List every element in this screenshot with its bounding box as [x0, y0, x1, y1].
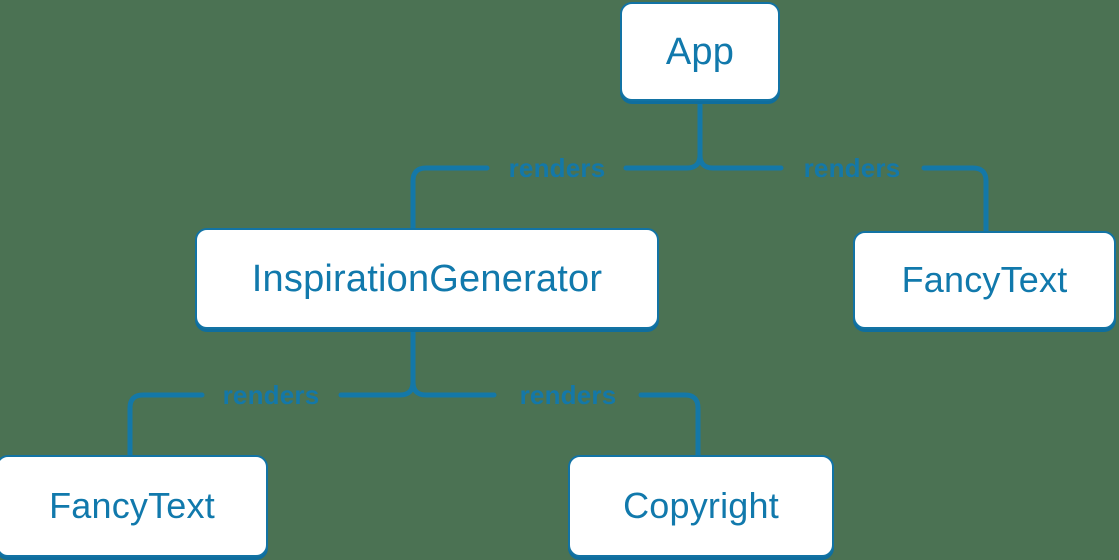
- node-copyright[interactable]: Copyright: [568, 455, 834, 557]
- edge-label-ig-fancytext: renders: [222, 380, 320, 410]
- edge-label-ig-copyright: renders: [519, 380, 617, 410]
- edge-ig-copyright: [638, 392, 701, 458]
- node-app-label: App: [665, 30, 735, 73]
- node-fancytext-left-label: FancyText: [49, 485, 215, 526]
- edge-app-fancytext: [921, 165, 989, 234]
- node-inspirationgenerator[interactable]: InspirationGenerator: [195, 228, 659, 329]
- node-copyright-label: Copyright: [623, 485, 779, 526]
- edge-ig-fancytext: [127, 392, 205, 458]
- edge-label-app-inspirationgenerator: renders: [508, 153, 606, 183]
- edge-label-app-fancytext: renders: [803, 153, 901, 183]
- edge-ig-branch-right: [410, 379, 497, 398]
- node-inspirationgenerator-label: InspirationGenerator: [251, 257, 603, 300]
- edge-app-inspirationgenerator: [410, 165, 490, 231]
- edge-app-branch-left: [623, 152, 703, 171]
- node-fancytext-right[interactable]: FancyText: [853, 231, 1116, 329]
- edge-app-branch-right: [697, 152, 784, 171]
- node-fancytext-left[interactable]: FancyText: [0, 455, 268, 557]
- edge-ig-branch-left: [338, 379, 416, 398]
- node-app[interactable]: App: [620, 2, 780, 101]
- node-fancytext-right-label: FancyText: [901, 259, 1068, 300]
